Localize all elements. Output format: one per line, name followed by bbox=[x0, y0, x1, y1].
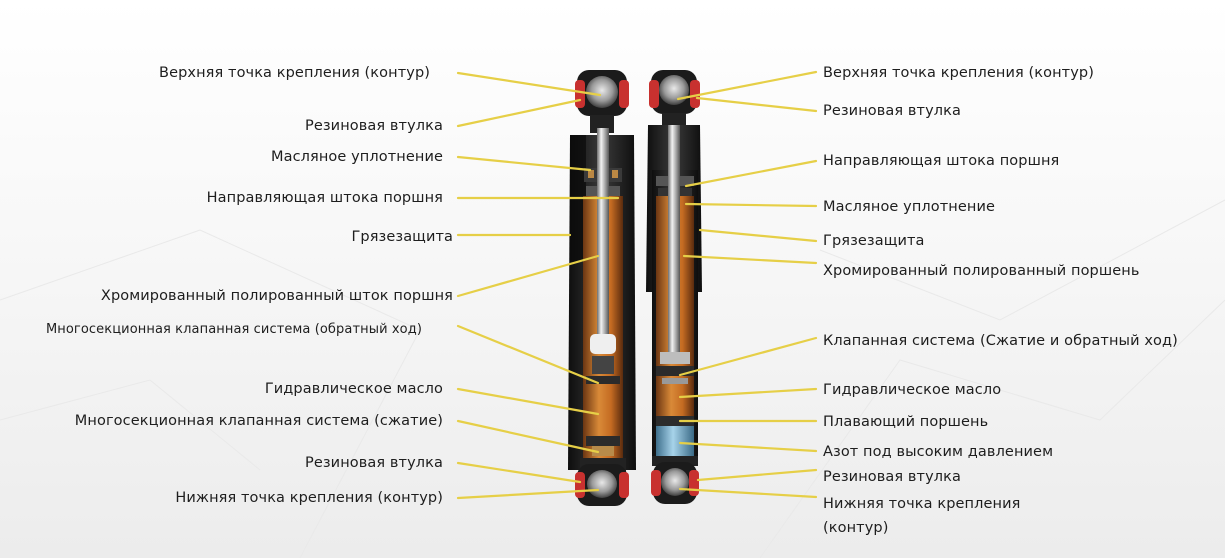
right-label-floating-piston: Плавающий поршень bbox=[823, 414, 989, 430]
right-valve-system bbox=[660, 352, 690, 364]
right-label-oil-seal: Масляное уплотнение bbox=[823, 199, 996, 215]
left-shock bbox=[568, 70, 636, 506]
left-label-rubber-bushing-bottom: Резиновая втулка bbox=[305, 455, 443, 471]
right-bottom-bushing-l bbox=[651, 470, 661, 496]
left-label-upper-mount: Верхняя точка крепления (контур) bbox=[159, 65, 430, 81]
right-label-rubber-bushing-top: Резиновая втулка bbox=[823, 103, 961, 119]
left-leader-lines bbox=[456, 71, 620, 500]
right-top-bushing-r bbox=[690, 80, 700, 108]
left-label-lower-mount: Нижняя точка крепления (контур) bbox=[175, 490, 443, 506]
right-label-rod-guide: Направляющая штока поршня bbox=[823, 153, 1060, 169]
right-piston-rod bbox=[668, 125, 680, 355]
left-label-rod-guide: Направляющая штока поршня bbox=[206, 190, 443, 206]
left-label-chrome-rod: Хромированный полированный шток поршня bbox=[100, 288, 453, 304]
leader-left-oil-seal bbox=[456, 155, 592, 172]
left-label-hydraulic-oil: Гидравлическое масло bbox=[264, 381, 443, 397]
leader-right-hydraulic-oil bbox=[678, 387, 818, 399]
right-label-valve-system: Клапанная система (Сжатие и обратный ход… bbox=[823, 333, 1178, 349]
right-bottom-mount bbox=[651, 456, 699, 504]
leader-right-lower-mount bbox=[678, 487, 818, 499]
right-leader-lines bbox=[676, 70, 818, 499]
leader-left-rebound-valve bbox=[456, 324, 600, 385]
leader-right-nitrogen bbox=[678, 441, 818, 453]
leader-left-bushing-top bbox=[456, 98, 582, 128]
left-bottom-mount bbox=[575, 458, 629, 506]
right-label-hydraulic-oil: Гидравлическое масло bbox=[823, 382, 1002, 398]
left-label-compression-valve: Многосекционная клапанная система (сжати… bbox=[74, 413, 443, 429]
right-top-mount bbox=[649, 70, 700, 129]
right-shock bbox=[646, 70, 702, 504]
left-label-rebound-valve: Многосекционная клапанная система (обрат… bbox=[45, 322, 422, 337]
left-top-bushing-r bbox=[619, 80, 629, 108]
right-bottom-bushing-r bbox=[689, 470, 699, 496]
right-gas-chamber bbox=[656, 426, 694, 456]
right-label-nitrogen: Азот под высоким давлением bbox=[823, 444, 1054, 460]
left-top-bushing-l bbox=[575, 80, 585, 108]
leader-left-hydraulic-oil bbox=[456, 387, 600, 416]
leader-right-upper-mount bbox=[676, 70, 818, 101]
right-top-bushing-l bbox=[649, 80, 659, 108]
left-bottom-bushing-r bbox=[619, 472, 629, 498]
right-label-dust-cover: Грязезащита bbox=[823, 233, 925, 249]
leader-left-bushing-bottom bbox=[456, 461, 582, 484]
right-label-chrome-piston: Хромированный полированный поршень bbox=[823, 263, 1140, 279]
right-floating-piston bbox=[656, 416, 694, 426]
leader-right-oil-seal bbox=[684, 202, 818, 208]
left-label-oil-seal: Масляное уплотнение bbox=[270, 149, 443, 165]
left-top-mount bbox=[575, 70, 629, 133]
leader-left-compression-valve bbox=[456, 419, 600, 454]
leader-left-lower-mount bbox=[456, 488, 600, 500]
left-compression-valve bbox=[586, 436, 620, 446]
leader-right-chrome-piston bbox=[682, 254, 818, 265]
right-label-lower-mount: Нижняя точка крепления (контур) bbox=[823, 496, 1021, 536]
leader-right-valve-system bbox=[678, 336, 818, 377]
leader-right-dust-cover bbox=[698, 228, 818, 243]
left-bottom-bushing-l bbox=[575, 472, 585, 498]
leader-left-upper-mount bbox=[456, 71, 602, 97]
right-label-rubber-bushing-bottom: Резиновая втулка bbox=[823, 469, 961, 485]
left-rebound-valve bbox=[590, 334, 616, 354]
leader-right-rod-guide bbox=[684, 159, 818, 188]
leader-right-bushing-top bbox=[695, 96, 818, 113]
leader-right-bushing-bottom bbox=[696, 468, 818, 482]
right-label-upper-mount: Верхняя точка крепления (контур) bbox=[823, 65, 1094, 81]
leader-left-chrome-rod bbox=[456, 254, 600, 298]
left-label-rubber-bushing-top: Резиновая втулка bbox=[305, 118, 443, 134]
left-label-dust-cover: Грязезащита bbox=[351, 229, 453, 245]
left-piston-rod bbox=[597, 128, 609, 338]
